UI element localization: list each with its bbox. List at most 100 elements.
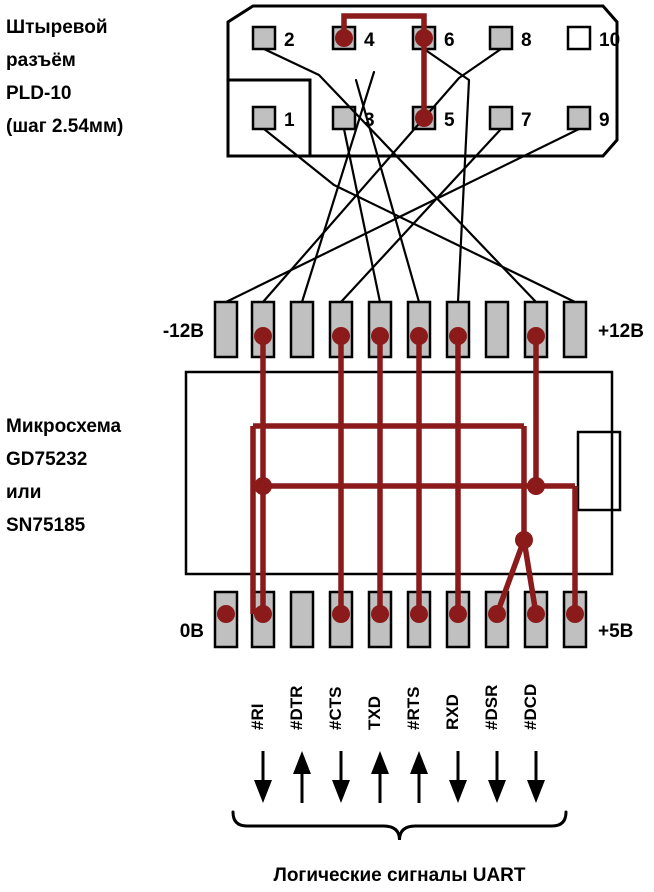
- chip-title-line-4: SN75185: [6, 515, 86, 536]
- signal-arrow-TXD: [371, 751, 389, 803]
- connector-outline: [226, 4, 619, 158]
- red-signal-net: [217, 13, 584, 623]
- connector-pin-number-2: 2: [284, 30, 295, 51]
- signal-label-nDSR: #DSR: [482, 685, 501, 730]
- junction-top-pin-5: [371, 327, 389, 345]
- junction-top-pin-6: [410, 327, 428, 345]
- connector-pad-10[interactable]: [566, 25, 592, 51]
- junction-connector-pin6: [415, 29, 433, 47]
- chip-body-outline: [184, 370, 614, 576]
- connector-pin-8[interactable]: 8: [488, 25, 532, 51]
- chip-top-pin-10[interactable]: [562, 300, 588, 359]
- junction-bottom-pin-4: [332, 605, 350, 623]
- red-y-right: [521, 539, 539, 615]
- connector-title-line-4: (шаг 2.54мм): [6, 116, 123, 137]
- connector-pin-number-3: 3: [364, 110, 375, 131]
- brace-path: [231, 810, 568, 841]
- junction-bottom-pin-5: [371, 605, 389, 623]
- signal-label-TXD: TXD: [365, 696, 384, 730]
- wire-pin1: [262, 127, 577, 304]
- connector-pin-number-7: 7: [521, 110, 532, 131]
- junction-top-pin-9: [527, 327, 545, 345]
- junction-top-pin-4: [332, 327, 350, 345]
- junction-top-pin-7: [449, 327, 467, 345]
- connector-title-line-2: разъём: [6, 50, 76, 71]
- chip-top-pin-3[interactable]: [289, 300, 315, 359]
- signal-arrow-RXD: [449, 751, 467, 803]
- connector-pin-10[interactable]: 10: [566, 25, 620, 51]
- junction-bus2-left: [254, 477, 272, 495]
- connector-title-line-1: Штыревой: [6, 17, 108, 38]
- chip-bottom-pin-3[interactable]: [289, 590, 315, 649]
- junction-connector-pin5: [415, 109, 433, 127]
- connector-pad-9[interactable]: [566, 105, 592, 131]
- wire-pin3: [342, 127, 382, 304]
- wire-pin9: [224, 127, 581, 304]
- junction-y-split: [515, 531, 533, 549]
- signal-arrow-nRTS: [410, 751, 428, 803]
- wire-pin7: [339, 127, 503, 304]
- chip-top-pin-8[interactable]: [484, 300, 510, 359]
- connector-title-line-3: PLD-10: [6, 83, 71, 104]
- chip-top-pin-1[interactable]: [213, 300, 239, 359]
- junction-connector-pin4: [335, 29, 353, 47]
- rail-label-minus12v: -12В: [163, 321, 204, 342]
- signal-arrow-nDSR: [488, 751, 506, 803]
- connector-pad-2[interactable]: [251, 25, 277, 51]
- wire-pin2: [262, 47, 538, 304]
- connector-pin-number-6: 6: [444, 30, 455, 51]
- arrow-head-down: [488, 780, 506, 803]
- chip-body: [184, 370, 622, 576]
- connector-pin-1[interactable]: 1: [251, 105, 295, 131]
- junction-bottom-pin-9: [527, 605, 545, 623]
- signals-caption: Логические сигналы UART: [273, 865, 525, 886]
- connector-key-notch: [228, 78, 312, 156]
- signal-arrows: [254, 751, 545, 803]
- chip-title-line-1: Микросхема: [6, 416, 122, 437]
- connector-pin-2[interactable]: 2: [251, 25, 295, 51]
- connector-housing: [226, 4, 619, 158]
- junction-bottom-pin-7: [449, 605, 467, 623]
- chip-bottom-pin-row: [213, 590, 588, 649]
- signal-label-nRTS: #RTS: [404, 687, 423, 730]
- junction-bottom-pin-8: [488, 605, 506, 623]
- chip-top-pin-row: [213, 300, 588, 359]
- junction-bottom-pin-1: [217, 605, 235, 623]
- wire-pin8: [261, 47, 503, 304]
- arrow-head-down: [527, 780, 545, 803]
- chip-title-line-2: GD75232: [6, 449, 87, 470]
- signal-arrow-nDTR: [293, 751, 311, 803]
- signal-arrow-nRI: [254, 751, 272, 803]
- wire-aux-b: [300, 70, 376, 304]
- junction-top-pin-2: [254, 327, 272, 345]
- connector-pin-9[interactable]: 9: [566, 105, 610, 131]
- wire-pin6: [422, 47, 471, 304]
- rail-label-0v: 0В: [180, 621, 204, 642]
- arrow-head-down: [449, 780, 467, 803]
- connector-pin-number-8: 8: [521, 30, 532, 51]
- connector-red-link: [341, 13, 427, 118]
- junction-bus2-right: [527, 477, 545, 495]
- arrow-head-down: [332, 780, 350, 803]
- arrow-head-up: [410, 751, 428, 774]
- connector-pin-7[interactable]: 7: [488, 105, 532, 131]
- arrow-head-up: [293, 751, 311, 774]
- signals-brace: Логические сигналы UART: [231, 810, 568, 886]
- rail-label-plus12v: +12В: [598, 321, 644, 342]
- signal-label-nDCD: #DCD: [521, 684, 540, 730]
- signal-label-nRI: #RI: [248, 704, 267, 730]
- signal-label-nCTS: #CTS: [326, 687, 345, 730]
- junction-bottom-pin-10: [566, 605, 584, 623]
- junction-bottom-pin-2: [254, 605, 272, 623]
- connector-pin-number-1: 1: [284, 110, 295, 131]
- connector-pad-8[interactable]: [488, 25, 514, 51]
- signal-arrow-nCTS: [332, 751, 350, 803]
- connector-pad-1[interactable]: [251, 105, 277, 131]
- connector-pin-number-10: 10: [599, 30, 620, 51]
- wire-aux-a: [354, 78, 421, 304]
- connector-pad-7[interactable]: [488, 105, 514, 131]
